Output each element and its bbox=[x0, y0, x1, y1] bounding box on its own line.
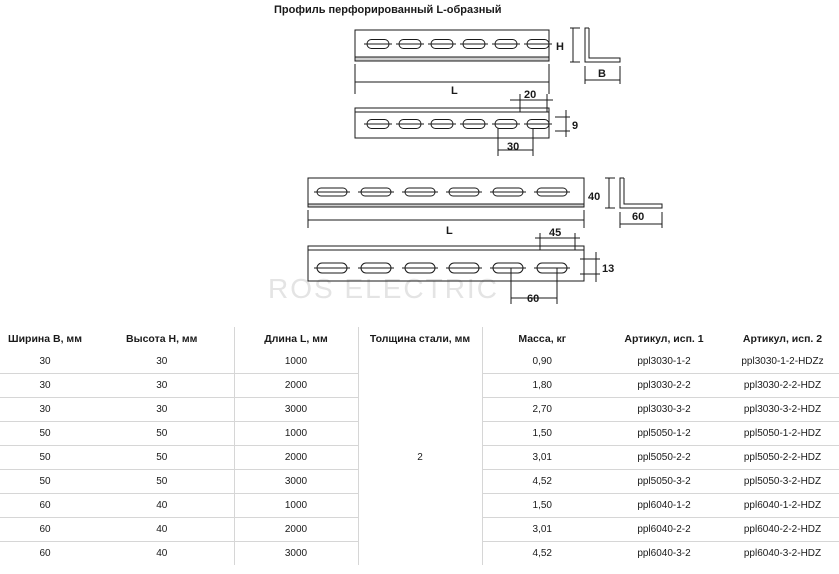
cell-width: 30 bbox=[0, 397, 90, 422]
header-article-2: Артикул, исп. 2 bbox=[742, 332, 823, 345]
cell-width: 50 bbox=[0, 421, 90, 446]
cell-article-2: ppl6040-3-2-HDZ bbox=[726, 541, 839, 565]
cell-length: 1000 bbox=[233, 421, 358, 446]
dim-top-slot-height: 9 bbox=[572, 120, 578, 132]
cell-article-2: ppl5050-2-2-HDZ bbox=[726, 445, 839, 470]
cell-width: 60 bbox=[0, 493, 90, 518]
dim-top-slot-length: 20 bbox=[524, 89, 536, 101]
cell-mass: 3,01 bbox=[482, 517, 602, 542]
cell-height: 50 bbox=[90, 445, 234, 470]
cell-article-1: ppl3030-3-2 bbox=[602, 397, 726, 422]
cell-mass: 2,70 bbox=[482, 397, 602, 422]
cell-length: 2000 bbox=[233, 373, 358, 398]
cell-article-1: ppl3030-1-2 bbox=[637, 356, 691, 367]
cell-article-2: ppl6040-1-2-HDZ bbox=[726, 493, 839, 518]
specs-table: Ширина B, мм Высота H, мм Длина L, мм То… bbox=[0, 327, 839, 565]
cell-mass: 1,80 bbox=[482, 373, 602, 398]
cell-width: 50 bbox=[0, 469, 90, 494]
header-mass: Масса, кг bbox=[518, 332, 567, 345]
dim-bottom-h: 40 bbox=[588, 191, 600, 203]
dim-bottom-slot-length: 45 bbox=[549, 227, 561, 239]
cell-width: 50 bbox=[0, 445, 90, 470]
small-profile-slots bbox=[364, 39, 552, 49]
dim-top-b: B bbox=[598, 68, 606, 80]
cell-mass: 0,90 bbox=[532, 356, 552, 367]
cell-length: 3000 bbox=[233, 469, 358, 494]
small-profile-front-view bbox=[354, 29, 550, 62]
cell-width: 60 bbox=[0, 541, 90, 565]
cell-article-1: ppl6040-3-2 bbox=[602, 541, 726, 565]
cell-article-1: ppl5050-1-2 bbox=[602, 421, 726, 446]
cell-width: 30 bbox=[0, 373, 90, 398]
cell-height: 40 bbox=[90, 517, 234, 542]
cell-length: 2000 bbox=[233, 445, 358, 470]
cell-mass: 4,52 bbox=[482, 469, 602, 494]
cell-article-1: ppl6040-2-2 bbox=[602, 517, 726, 542]
cell-article-2: ppl6040-2-2-HDZ bbox=[726, 517, 839, 542]
cell-thickness: 2 bbox=[357, 350, 483, 565]
dim-bottom-b: 60 bbox=[632, 211, 644, 223]
cell-length: 2000 bbox=[233, 517, 358, 542]
cell-length: 1000 bbox=[233, 493, 358, 518]
cell-width: 30 bbox=[39, 356, 51, 367]
dim-top-pitch: 30 bbox=[507, 141, 519, 153]
small-profile-side-view bbox=[354, 27, 621, 94]
table-header-row: Ширина B, мм Высота H, мм Длина L, мм То… bbox=[0, 327, 839, 350]
large-profile-plan-view bbox=[307, 233, 600, 304]
dim-top-h: H bbox=[556, 41, 564, 53]
dim-bottom-pitch: 60 bbox=[527, 293, 539, 305]
cell-height: 40 bbox=[90, 493, 234, 518]
cell-article-1: ppl5050-3-2 bbox=[602, 469, 726, 494]
cell-article-2: ppl5050-3-2-HDZ bbox=[726, 469, 839, 494]
cell-height: 40 bbox=[90, 541, 234, 565]
cell-mass: 4,52 bbox=[482, 541, 602, 565]
large-profile-front-view bbox=[307, 177, 663, 228]
cell-mass: 1,50 bbox=[482, 421, 602, 446]
cell-length: 3000 bbox=[233, 397, 358, 422]
dim-bottom-slot-height: 13 bbox=[602, 263, 614, 275]
header-height: Высота H, мм bbox=[126, 332, 198, 345]
cell-mass: 1,50 bbox=[482, 493, 602, 518]
cell-length: 3000 bbox=[233, 541, 358, 565]
cell-length: 1000 bbox=[233, 350, 358, 374]
cell-height: 50 bbox=[90, 421, 234, 446]
cell-mass: 3,01 bbox=[482, 445, 602, 470]
cell-height: 50 bbox=[90, 469, 234, 494]
cell-article-1: ppl5050-2-2 bbox=[602, 445, 726, 470]
cell-article-1: ppl3030-2-2 bbox=[602, 373, 726, 398]
small-profile-plan-view bbox=[354, 94, 570, 156]
dim-top-l: L bbox=[451, 85, 458, 97]
cell-height: 30 bbox=[156, 356, 168, 367]
cell-article-2: ppl3030-3-2-HDZ bbox=[726, 397, 839, 422]
header-length: Длина L, мм bbox=[233, 327, 358, 350]
cell-article-2: ppl5050-1-2-HDZ bbox=[726, 421, 839, 446]
watermark: ROS ELECTRIC bbox=[268, 273, 499, 304]
cell-article-2: ppl3030-2-2-HDZ bbox=[726, 373, 839, 398]
cell-article-2: ppl3030-1-2-HDZz bbox=[741, 356, 824, 367]
page-title: Профиль перфорированный L-образный bbox=[274, 4, 502, 16]
header-width: Ширина B, мм bbox=[8, 332, 82, 345]
cell-width: 60 bbox=[0, 517, 90, 542]
header-article-1: Артикул, исп. 1 bbox=[624, 332, 704, 345]
header-thickness: Толщина стали, мм bbox=[357, 327, 483, 350]
cell-article-1: ppl6040-1-2 bbox=[602, 493, 726, 518]
dim-bottom-l: L bbox=[446, 225, 453, 237]
cell-height: 30 bbox=[90, 397, 234, 422]
cell-height: 30 bbox=[90, 373, 234, 398]
profile-technical-drawing: ROS ELECTRIC H B L 20 9 30 bbox=[268, 27, 663, 305]
